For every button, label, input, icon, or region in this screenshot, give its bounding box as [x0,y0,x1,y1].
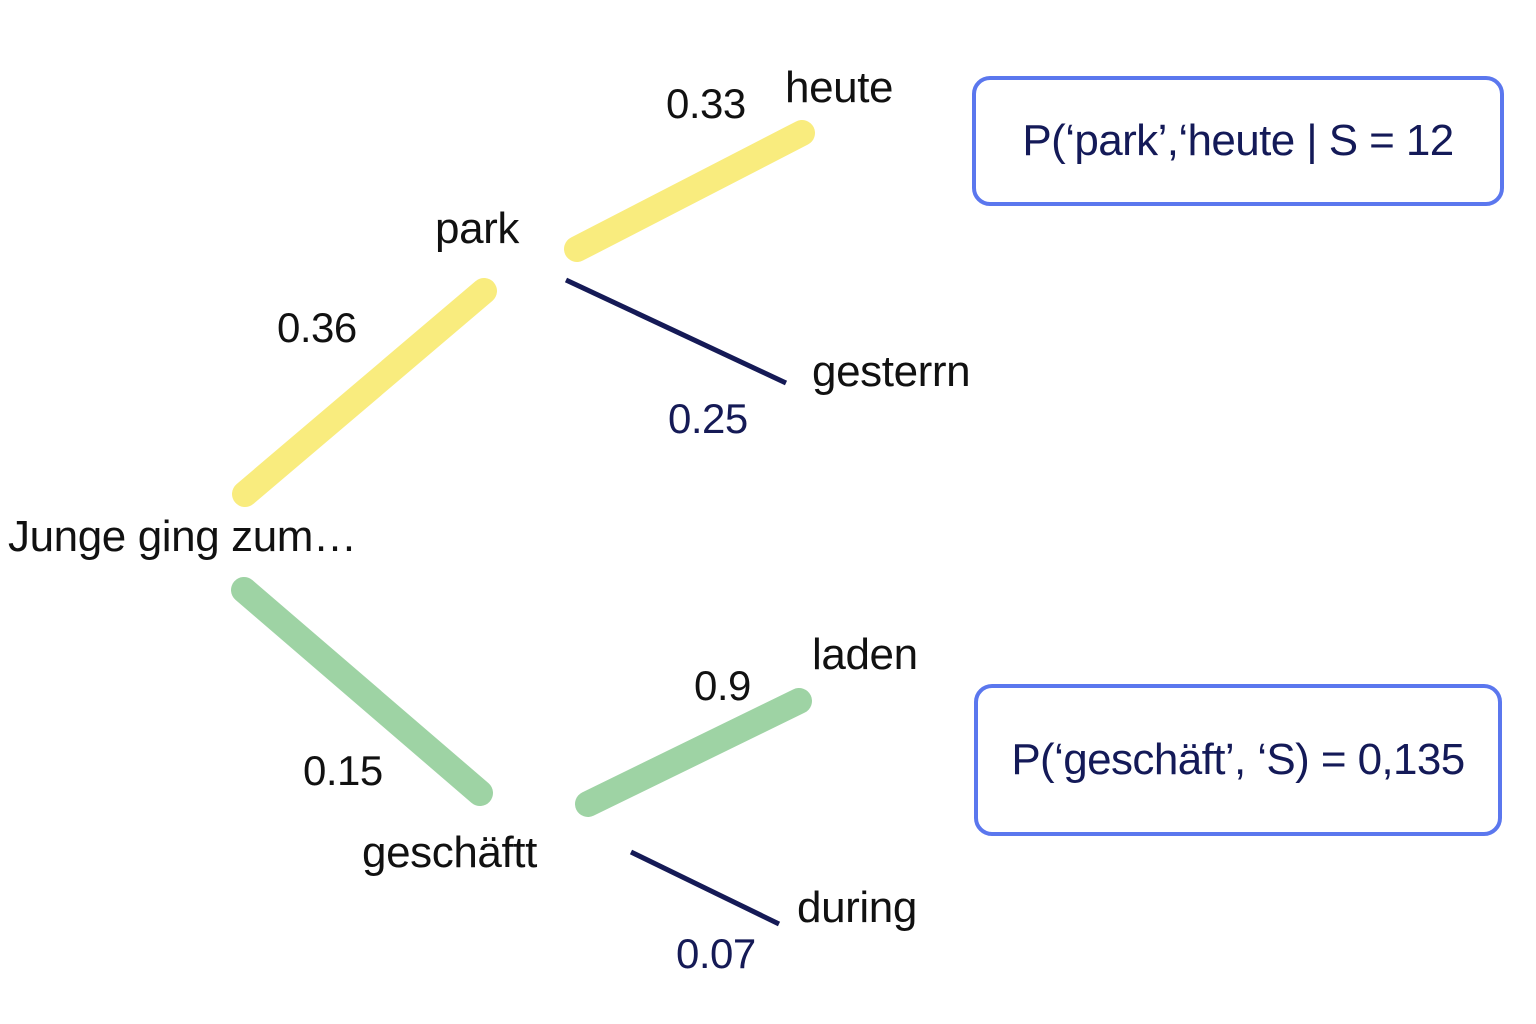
node-label-gesterrn: gesterrn [812,347,971,396]
probability-annotation-box-park-heute: P(‘park’,‘heute | S = 12 [972,76,1504,206]
edge-weight-park-gesterrn: 0.25 [668,395,748,442]
probability-annotation-text-park-heute: P(‘park’,‘heute | S = 12 [1022,116,1454,165]
edge-park-gesterrn [564,277,788,386]
edge-weight-geschaeftt-during: 0.07 [676,930,756,977]
edge-weight-root-park: 0.36 [277,304,357,351]
node-label-heute: heute [785,63,894,112]
edge-weight-park-heute: 0.33 [666,80,746,127]
edge-weight-geschaeftt-laden: 0.9 [694,662,751,709]
edge-weight-root-geschaeftt: 0.15 [303,747,383,794]
node-label-root: Junge ging zum… [8,512,357,561]
node-label-park: park [435,204,519,253]
edge-park-heute [564,120,815,262]
edge-geschaeft-laden [575,688,812,817]
probability-annotation-box-geschaeft: P(‘geschäft’, ‘S) = 0,135 [974,684,1502,836]
node-label-laden: laden [812,630,918,679]
node-label-geschaeftt: geschäftt [362,828,537,877]
edge-geschaeft-during [629,849,781,927]
node-label-during: during [797,883,917,932]
probability-annotation-text-geschaeft: P(‘geschäft’, ‘S) = 0,135 [1011,735,1465,784]
